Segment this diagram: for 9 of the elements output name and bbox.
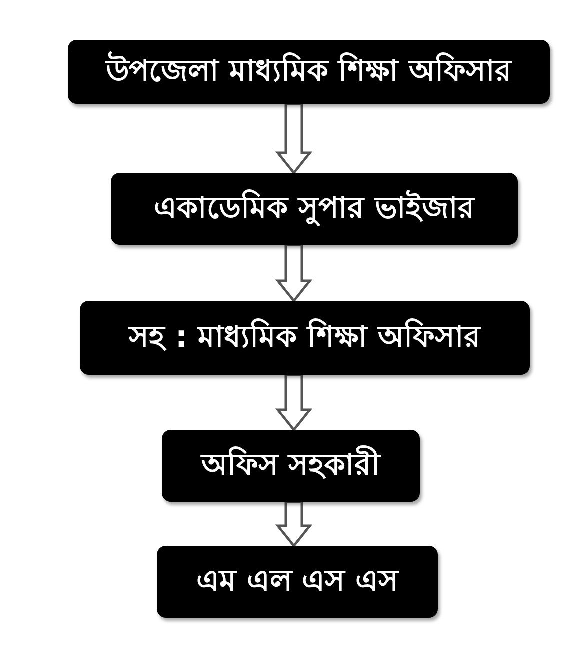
process-box: এম এল এস এস	[157, 546, 438, 618]
block-arrow	[275, 374, 313, 432]
block-arrow	[275, 244, 313, 303]
process-box: সহ : মাধ্যমিক শিক্ষা অফিসার	[80, 301, 530, 375]
block-arrow	[275, 102, 313, 175]
block-arrow	[275, 500, 313, 548]
process-box: উপজেলা মাধ্যমিক শিক্ষা অফিসার	[68, 40, 550, 104]
process-box: অফিস সহকারী	[162, 430, 420, 502]
process-box: একাডেমিক সুপার ভাইজার	[111, 173, 518, 245]
